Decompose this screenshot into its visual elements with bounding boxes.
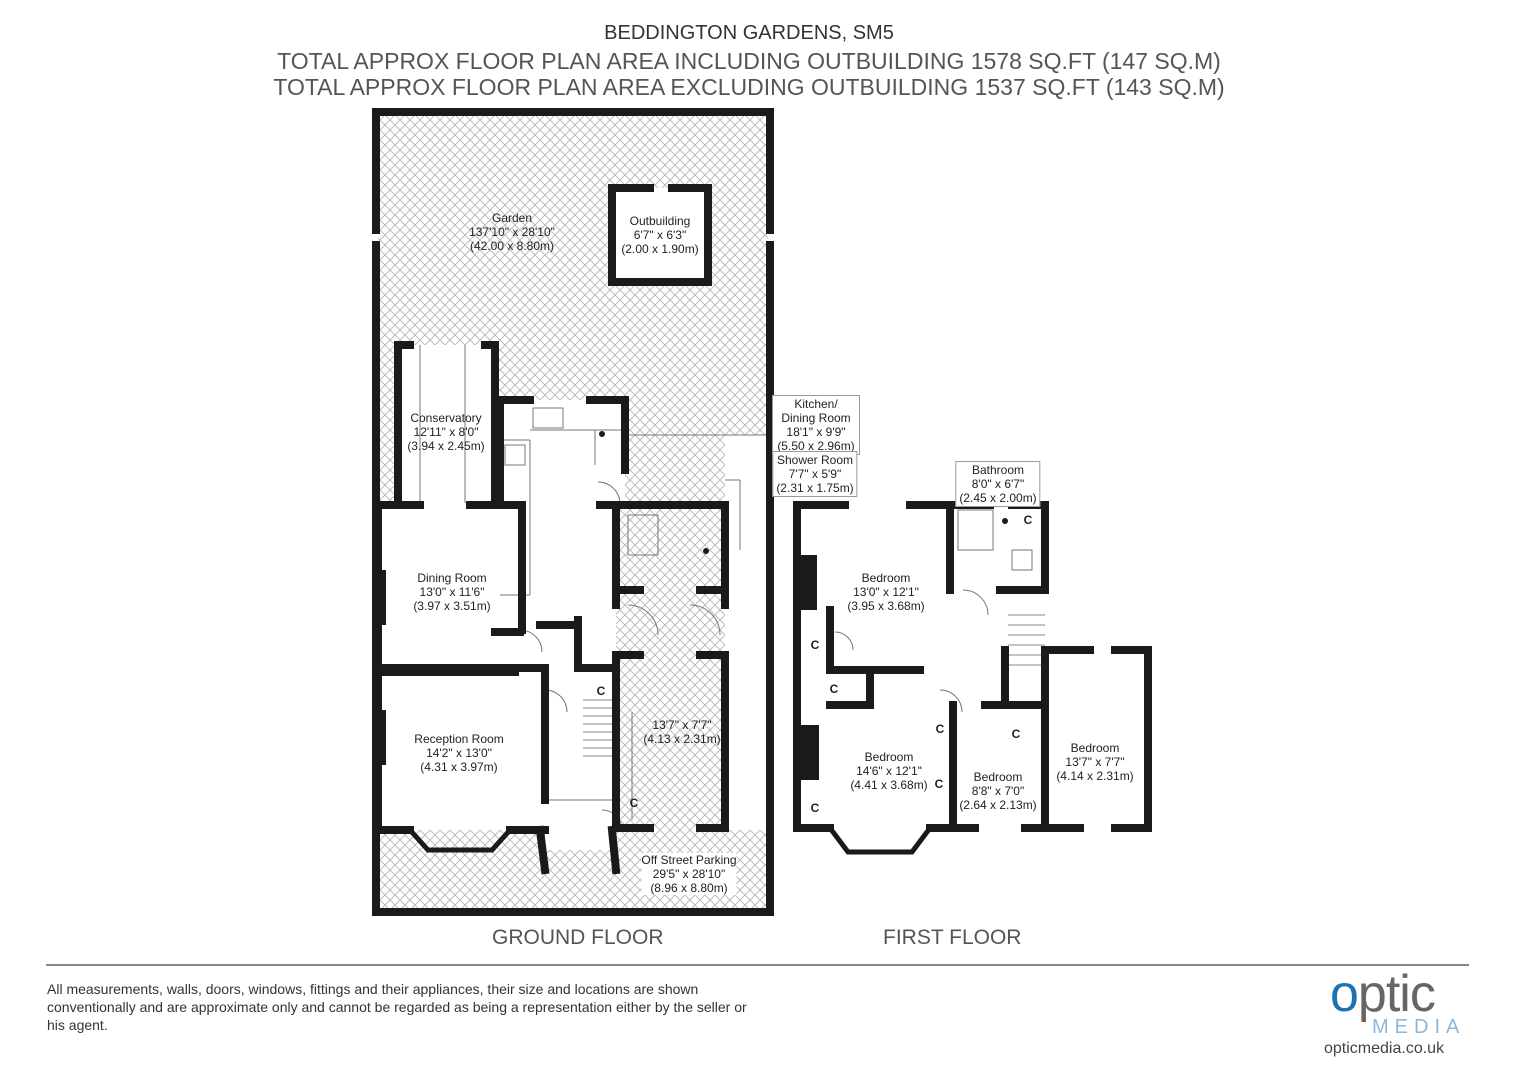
fixture bbox=[957, 509, 994, 551]
fixture bbox=[532, 407, 564, 429]
cupboard-marker: C bbox=[596, 684, 606, 698]
wall bbox=[535, 825, 550, 875]
fixture-point bbox=[703, 548, 709, 554]
room-floor bbox=[612, 188, 708, 282]
door-swing bbox=[689, 604, 721, 636]
hatched-area bbox=[378, 345, 398, 503]
chimney-breast bbox=[376, 570, 386, 625]
walls bbox=[372, 108, 1152, 916]
door-swing bbox=[627, 604, 659, 636]
cupboard-marker: C bbox=[810, 801, 820, 815]
logo-url: opticmedia.co.uk bbox=[1324, 1040, 1445, 1057]
chimney-breast bbox=[797, 555, 817, 610]
fixture bbox=[627, 514, 659, 556]
room-garage-store: 13'7" x 7'7"(4.13 x 2.31m) bbox=[643, 718, 721, 746]
chimney-breast bbox=[376, 710, 386, 765]
door-swing bbox=[939, 689, 963, 713]
cupboard-marker: C bbox=[829, 682, 839, 696]
door-swing bbox=[962, 589, 989, 616]
fixture bbox=[504, 444, 526, 466]
first-floor-label: FIRST FLOOR bbox=[883, 926, 1022, 949]
hatched-area bbox=[616, 830, 768, 850]
cupboard-marker: C bbox=[629, 796, 639, 810]
wall bbox=[607, 825, 621, 875]
logo-wordmark: optic bbox=[1330, 965, 1436, 1023]
door-swing bbox=[834, 631, 854, 651]
cupboard-marker: C bbox=[935, 722, 945, 736]
cupboard-marker: C bbox=[934, 777, 944, 791]
hatched-area bbox=[378, 830, 545, 910]
cupboard-marker: C bbox=[1011, 727, 1021, 741]
logo-media-text: MEDIA bbox=[1372, 1016, 1466, 1038]
hatched-area bbox=[378, 114, 768, 830]
area-excluding-outbuilding: TOTAL APPROX FLOOR PLAN AREA EXCLUDING O… bbox=[273, 74, 1225, 100]
fixture-point bbox=[1002, 518, 1008, 524]
cupboard-marker: C bbox=[1023, 513, 1033, 527]
bay-window bbox=[828, 826, 932, 855]
fixtures-and-thin-lines bbox=[419, 345, 1045, 831]
chimney-breast bbox=[797, 725, 819, 780]
footer-divider bbox=[46, 964, 1469, 966]
room-floor bbox=[398, 345, 495, 503]
optic-media-logo: optic MEDIA opticmedia.co.uk bbox=[1324, 965, 1475, 1068]
cupboard-marker: C bbox=[810, 638, 820, 652]
plan-title: BEDDINGTON GARDENS, SM5 bbox=[604, 22, 894, 44]
fixture bbox=[1011, 549, 1033, 571]
area-including-outbuilding: TOTAL APPROX FLOOR PLAN AREA INCLUDING O… bbox=[277, 48, 1221, 74]
door-swing bbox=[597, 481, 621, 505]
disclaimer: All measurements, walls, doors, windows,… bbox=[47, 981, 747, 1033]
bay-window bbox=[408, 828, 512, 853]
ground-floor-label: GROUND FLOOR bbox=[492, 926, 664, 949]
fixture-point bbox=[599, 431, 605, 437]
